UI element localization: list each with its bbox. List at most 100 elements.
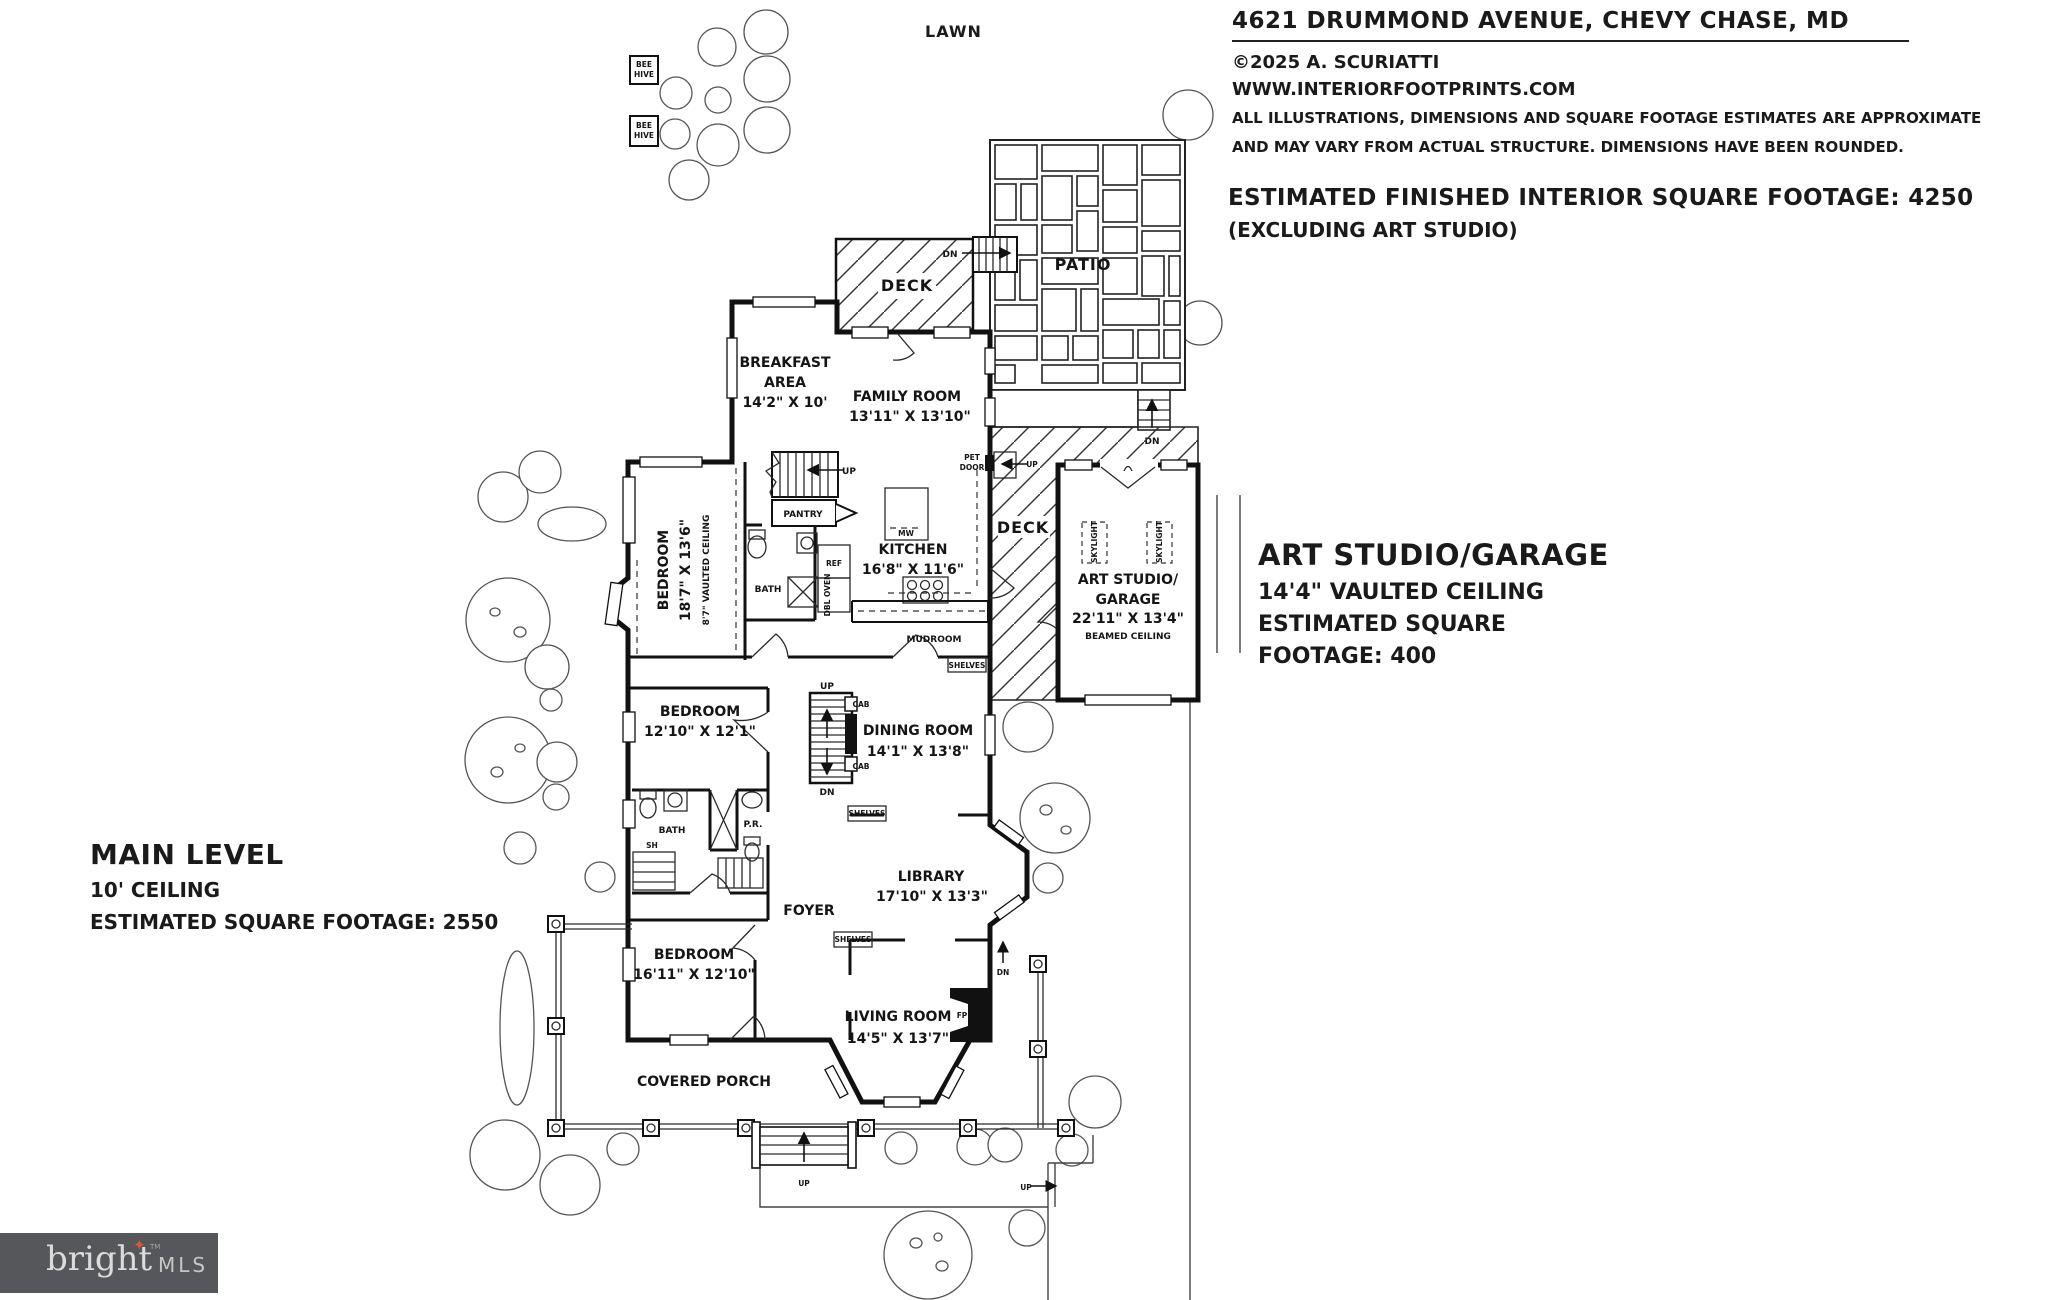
family-room-label: FAMILY ROOM <box>853 389 961 405</box>
shower-label: SH <box>646 841 658 850</box>
patio-label: PATIO <box>1055 255 1112 274</box>
pantry: PANTRY <box>771 499 859 527</box>
lower-bath: SH BATH P.R. <box>632 789 764 891</box>
total-sqft-note: (EXCLUDING ART STUDIO) <box>1228 218 1518 242</box>
brightmls-tm: TM <box>150 1243 161 1251</box>
windows <box>604 296 1025 1108</box>
kitchen-stairs-up-label: UP <box>842 467 856 477</box>
svg-text:SHELVES: SHELVES <box>949 661 986 670</box>
breakfast-label: BREAKFAST <box>739 355 831 371</box>
front-steps: UP UP <box>751 1121 1058 1192</box>
interior-walls <box>628 462 990 1040</box>
bedroom1-label: BEDROOM <box>656 530 672 610</box>
svg-text:BEAMED CEILING: BEAMED CEILING <box>1085 632 1171 642</box>
svg-text:SKYLIGHT: SKYLIGHT <box>1090 520 1099 563</box>
living-room-label: LIVING ROOM <box>845 1009 952 1025</box>
pantry-label: PANTRY <box>783 510 823 520</box>
covered-porch: COVERED PORCH DN <box>547 915 1075 1137</box>
fridge-label: REF <box>826 559 842 568</box>
art-studio-label: ART STUDIO/ <box>1078 572 1179 588</box>
fireplace: FP <box>950 988 988 1042</box>
brightmls-logo-suffix: MLS <box>158 1253 209 1277</box>
mudroom-label: MUDROOM <box>907 635 962 645</box>
bee-hive-label: BEE <box>636 60 652 69</box>
svg-text:18'7" X 13'6": 18'7" X 13'6" <box>678 519 694 621</box>
brightmls-star-icon: ✦ <box>133 1236 146 1254</box>
svg-text:SKYLIGHT: SKYLIGHT <box>1155 520 1164 563</box>
porch-dn-label: DN <box>997 968 1010 977</box>
address-title: 4621 DRUMMOND AVENUE, CHEVY CHASE, MD <box>1232 8 1910 42</box>
disclaimer-line-2: AND MAY VARY FROM ACTUAL STRUCTURE. DIME… <box>1232 138 1904 156</box>
art-studio: SKYLIGHT SKYLIGHT ART STUDIO/ GARAGE 22'… <box>1055 459 1201 706</box>
level-sqft: ESTIMATED SQUARE FOOTAGE: 2550 <box>90 910 499 934</box>
website-line: WWW.INTERIORFOOTPRINTS.COM <box>1232 79 1576 100</box>
main-stairs: UP DN CAB CAB <box>808 682 870 798</box>
kitchen-appliances: REF DBL OVEN MW <box>817 487 989 623</box>
microwave-label: MW <box>898 529 914 538</box>
studio-callout-line2: ESTIMATED SQUARE <box>1258 612 1506 637</box>
bee-hive-1: BEE HIVE <box>629 55 659 85</box>
pet-door-up-label: UP <box>1026 460 1038 469</box>
upper-deck-label: DECK <box>881 276 933 295</box>
kitchen-stairs: UP <box>764 451 856 498</box>
kitchen-label: KITCHEN <box>879 542 948 558</box>
svg-text:16'8" X 11'6": 16'8" X 11'6" <box>862 562 964 578</box>
svg-text:14'1" X 13'8": 14'1" X 13'8" <box>867 744 969 760</box>
svg-text:SHELVES: SHELVES <box>849 809 886 818</box>
bedroom3-label: BEDROOM <box>654 947 734 963</box>
bedroom2-label: BEDROOM <box>660 704 740 720</box>
skylight-1: SKYLIGHT <box>1081 520 1108 564</box>
foyer-label: FOYER <box>783 903 835 919</box>
front-steps-up-label: UP <box>798 1179 810 1188</box>
cab-label-1: CAB <box>852 700 869 709</box>
svg-text:GARAGE: GARAGE <box>1096 592 1161 608</box>
powder-room-label: P.R. <box>744 820 763 830</box>
studio-callout-title: ART STUDIO/GARAGE <box>1258 538 1609 572</box>
svg-text:13'11" X 13'10": 13'11" X 13'10" <box>849 409 971 425</box>
svg-text:DOOR: DOOR <box>960 463 985 472</box>
stairs-dn-label: DN <box>819 788 834 798</box>
double-oven-label: DBL OVEN <box>823 574 832 617</box>
svg-text:HIVE: HIVE <box>634 70 654 79</box>
svg-text:BEE: BEE <box>636 121 652 130</box>
shelves: SHELVES SHELVES SHELVES <box>833 657 987 948</box>
svg-text:16'11" X 12'10": 16'11" X 12'10" <box>633 967 755 983</box>
studio-callout-line1: 14'4" VAULTED CEILING <box>1258 580 1544 605</box>
side-steps-up-label: UP <box>1020 1183 1032 1192</box>
svg-text:PET: PET <box>964 453 981 462</box>
room-labels: BREAKFAST AREA 14'2" X 10' FAMILY ROOM 1… <box>633 355 988 1047</box>
stairs-up-label: UP <box>820 682 834 692</box>
door-swings <box>689 332 1059 1041</box>
brightmls-logo: bright ✦ TM MLS <box>0 1233 218 1293</box>
cab-label-2: CAB <box>852 762 869 771</box>
bee-hive-2: BEE HIVE <box>629 115 659 147</box>
upper-bath-label: BATH <box>755 585 782 595</box>
svg-text:22'11" X 13'4": 22'11" X 13'4" <box>1072 611 1184 627</box>
copyright-line: ©2025 A. SCURIATTI <box>1232 52 1440 73</box>
patio-flagstones <box>994 144 1181 384</box>
patio: PATIO <box>989 139 1186 391</box>
lower-deck-label: DECK <box>997 518 1049 537</box>
svg-text:SHELVES: SHELVES <box>835 935 872 944</box>
studio-callout-line3: FOOTAGE: 400 <box>1258 644 1437 669</box>
level-ceiling: 10' CEILING <box>90 878 221 902</box>
svg-text:8'7" VAULTED CEILING: 8'7" VAULTED CEILING <box>702 515 712 626</box>
svg-text:14'5" X 13'7": 14'5" X 13'7" <box>847 1031 949 1047</box>
porch-posts <box>547 915 1075 1137</box>
library-label: LIBRARY <box>898 869 965 885</box>
dining-room-label: DINING ROOM <box>863 723 973 739</box>
svg-text:12'10" X 12'1": 12'10" X 12'1" <box>644 724 756 740</box>
skylight-2: SKYLIGHT <box>1146 520 1173 564</box>
lower-bath-label: BATH <box>659 826 686 836</box>
svg-text:14'2" X 10': 14'2" X 10' <box>742 395 827 411</box>
lawn-label: LAWN <box>925 22 982 41</box>
brightmls-logo-brand: bright <box>46 1239 153 1279</box>
svg-text:AREA: AREA <box>764 375 806 391</box>
total-sqft-title: ESTIMATED FINISHED INTERIOR SQUARE FOOTA… <box>1228 185 1974 211</box>
disclaimer-line-1: ALL ILLUSTRATIONS, DIMENSIONS AND SQUARE… <box>1232 109 1982 127</box>
trees-and-bushes <box>464 9 1223 1300</box>
pet-door: PET DOOR UP <box>960 451 1038 479</box>
covered-porch-label: COVERED PORCH <box>637 1074 771 1090</box>
